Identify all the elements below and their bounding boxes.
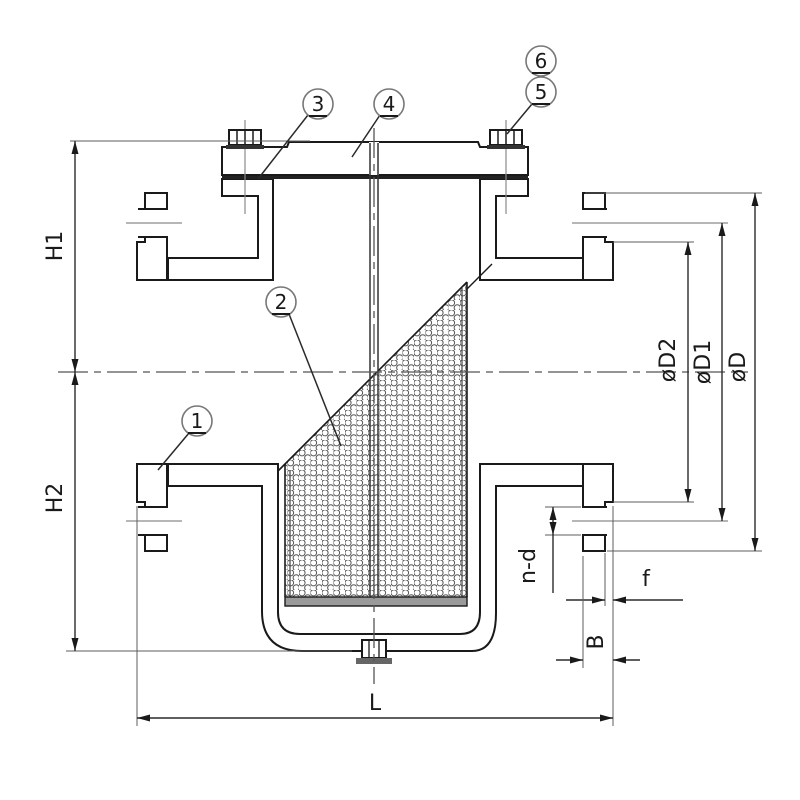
dimension-f: f bbox=[566, 553, 683, 606]
dimension-H1: H1 bbox=[43, 140, 310, 372]
dim-label-B: B bbox=[584, 634, 609, 649]
left-flange-lower bbox=[136, 463, 168, 552]
callout-4-number: 4 bbox=[383, 92, 396, 116]
cover-gasket bbox=[222, 175, 528, 179]
screen-cutaway-diagonal bbox=[277, 281, 468, 472]
basket-screen bbox=[277, 263, 493, 607]
dim-label-L: L bbox=[369, 691, 382, 716]
body-upper-right-wall bbox=[479, 178, 584, 281]
centerlines bbox=[58, 128, 748, 684]
callout-5-number: 5 bbox=[535, 80, 548, 104]
callout-2-number: 2 bbox=[275, 290, 288, 314]
dim-label-H2: H2 bbox=[43, 483, 68, 514]
cover-assembly bbox=[221, 120, 529, 597]
dimension-dD2: øD2 bbox=[613, 241, 694, 503]
callout-1-number: 1 bbox=[191, 409, 204, 433]
dimension-H2: H2 bbox=[43, 372, 352, 652]
dim-label-H1: H1 bbox=[43, 231, 68, 262]
dimension-B: B bbox=[556, 556, 640, 668]
dimension-n-d: n-d bbox=[516, 506, 581, 593]
callout-5: 5 bbox=[506, 76, 557, 135]
dim-label-dD: øD bbox=[726, 352, 751, 382]
body-lower-shell bbox=[167, 463, 584, 652]
callout-3: 3 bbox=[257, 88, 334, 180]
dimension-dD: øD bbox=[585, 192, 762, 552]
dimension-L: L bbox=[136, 506, 614, 726]
body-upper-left-wall bbox=[167, 178, 274, 281]
callout-2: 2 bbox=[265, 286, 342, 447]
basket-bottom-plate bbox=[284, 596, 468, 607]
callout-3-number: 3 bbox=[312, 92, 325, 116]
cover-bolt-right bbox=[487, 120, 525, 214]
dimension-dD1: øD1 bbox=[572, 222, 728, 521]
right-flange-lower bbox=[582, 463, 614, 552]
dim-label-f: f bbox=[642, 567, 651, 592]
callout-6-number: 6 bbox=[535, 49, 548, 73]
callout-6: 6 bbox=[525, 45, 557, 77]
dim-label-dD2: øD2 bbox=[656, 338, 681, 382]
callout-1: 1 bbox=[157, 405, 213, 471]
left-flange-upper bbox=[136, 192, 168, 281]
dim-label-dD1: øD1 bbox=[691, 340, 716, 384]
screen-rim-seat bbox=[465, 263, 493, 291]
callout-4: 4 bbox=[351, 88, 405, 158]
dim-label-n-d: n-d bbox=[516, 548, 541, 584]
